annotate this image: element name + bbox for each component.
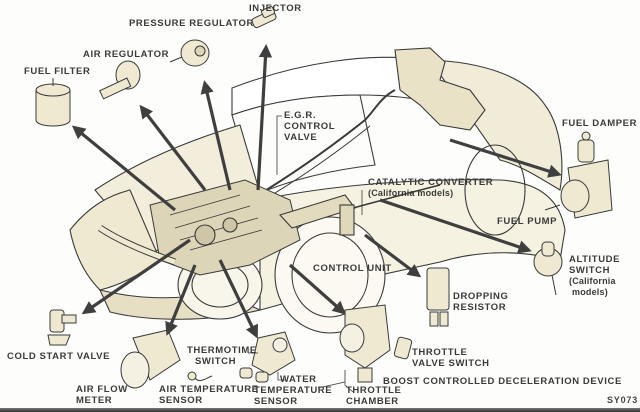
- label-dropping-resistor: DROPPING RESISTOR: [453, 291, 509, 313]
- label-air-regulator: AIR REGULATOR: [83, 49, 170, 60]
- fuel-filter-part: [35, 78, 71, 127]
- leader-lines: [248, 115, 363, 393]
- arrow-injector: [256, 43, 273, 191]
- arrow-dropping-resistor: [364, 233, 422, 278]
- components: [35, 5, 613, 389]
- arrow-throttle-chamber: [288, 263, 347, 315]
- arrow-air-regulator: [139, 104, 207, 191]
- arrow-altitude-switch: [379, 198, 532, 254]
- label-air-temperature-sensor: AIR TEMPERATURE SENSOR: [159, 384, 259, 406]
- cold-start-valve-part: [47, 309, 77, 346]
- throttle-chamber-part: [339, 304, 391, 383]
- label-cold-start-valve: COLD START VALVE: [7, 351, 111, 362]
- figure-code: SY073: [607, 395, 639, 405]
- water-temperature-sensor-part: [239, 331, 296, 383]
- air-temperature-sensor-part: [187, 371, 213, 382]
- fuel-pump-part: [544, 159, 613, 219]
- arrow-air-flow-meter: [165, 264, 197, 336]
- label-injector: INJECTOR: [249, 3, 302, 14]
- label-control-unit: CONTROL UNIT: [313, 263, 392, 274]
- air-regulator-part: [99, 60, 141, 100]
- pressure-regulator-part: [169, 39, 210, 67]
- arrow-fuel-filter: [71, 125, 177, 212]
- label-boost-controlled-deceleration-device: BOOST CONTROLLED DECELERATION DEVICE: [383, 376, 622, 387]
- label-pressure-regulator: PRESSURE REGULATOR: [129, 18, 254, 29]
- dropping-resistor-part: [426, 267, 450, 327]
- arrow-fuel-damper: [449, 138, 562, 178]
- label-fuel-damper: FUEL DAMPER: [562, 118, 638, 129]
- label-throttle-chamber: THROTTLE CHAMBER: [346, 385, 402, 407]
- label-water-temperature-sensor: WATER TEMPERATURE SENSOR: [254, 374, 333, 407]
- label-altitude-switch: ALTITUDE SWITCH (California models): [569, 254, 621, 297]
- label-catalytic-converter: CATALYTIC CONVERTER (California models): [368, 177, 494, 198]
- label-egr-control-valve: E.G.R. CONTROL VALVE: [284, 110, 336, 143]
- label-fuel-filter: FUEL FILTER: [24, 66, 91, 77]
- label-thermotime-switch: THERMOTIME SWITCH: [187, 345, 257, 367]
- arrow-pressure-regulator: [200, 80, 232, 191]
- car-body: [69, 47, 566, 334]
- altitude-switch-part: [533, 241, 563, 296]
- fuel-tank: [394, 47, 486, 131]
- throttle-valve-switch-part: [393, 336, 413, 360]
- pointer-arrows: [71, 43, 562, 339]
- injector-part: [251, 5, 277, 29]
- scan-edge-bar: [0, 408, 640, 412]
- label-throttle-valve-switch: THROTTLE VALVE SWITCH: [412, 347, 490, 369]
- label-air-flow-meter: AIR FLOW METER: [76, 384, 128, 406]
- air-flow-meter-part: [120, 329, 181, 389]
- control-unit-box: [339, 204, 355, 236]
- fuel-damper-part: [577, 131, 595, 163]
- label-fuel-pump: FUEL PUMP: [497, 216, 558, 227]
- arrow-cold-start-valve: [81, 238, 191, 315]
- arrow-water-temperature: [218, 259, 258, 339]
